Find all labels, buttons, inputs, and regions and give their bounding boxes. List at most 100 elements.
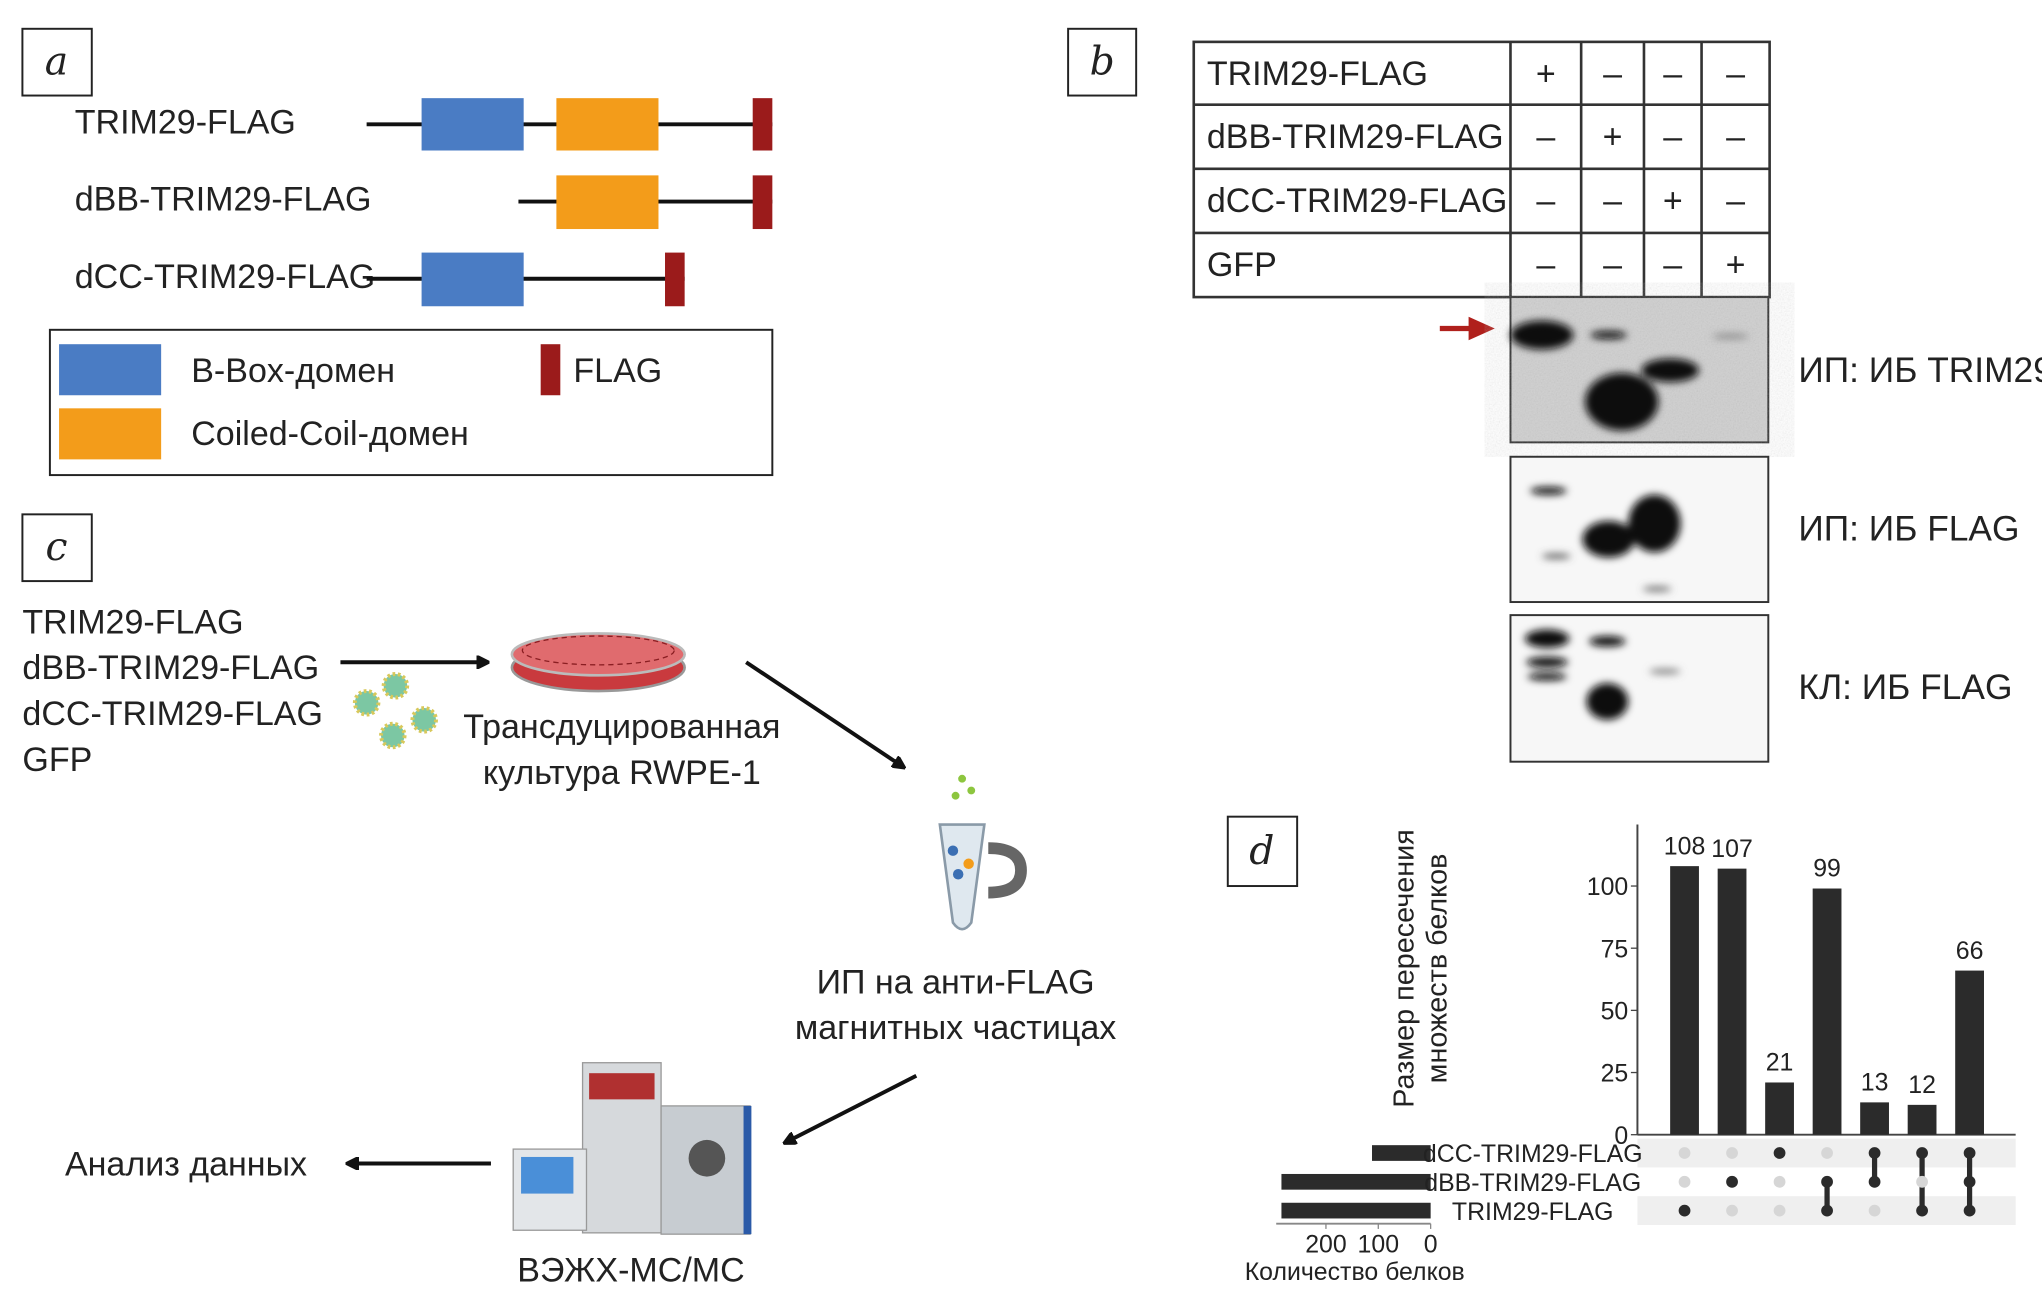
panel-a: a TRIM29-FLAG dBB-TRIM29-FLAG dCC-TRIM29… — [21, 27, 774, 477]
coiled-coil-domain — [556, 175, 659, 230]
table-cell: + — [1726, 246, 1746, 284]
legend-swatch-bbox — [59, 344, 162, 396]
set-name-label: dCC-TRIM29-FLAG — [1423, 1140, 1643, 1168]
set-size-bar — [1281, 1173, 1431, 1190]
arrow-icon — [745, 660, 903, 767]
bbox-domain — [421, 98, 524, 151]
table-cell: – — [1603, 55, 1622, 93]
panel-label-box — [1226, 815, 1299, 888]
intersection-bar — [1765, 1082, 1794, 1135]
bar-value-label: 107 — [1711, 835, 1752, 863]
construct-label: GFP — [22, 741, 92, 779]
matrix-dot — [1963, 1175, 1976, 1188]
table-cell: + — [1663, 182, 1683, 220]
panel-label: d — [1249, 829, 1274, 874]
intersection-bar — [1907, 1104, 1937, 1135]
y-tick-label: 25 — [1601, 1060, 1629, 1088]
set-name-label: dBB-TRIM29-FLAG — [1424, 1169, 1641, 1197]
analysis-label: Анализ данных — [65, 1145, 307, 1183]
y-axis-label: Размер пересечения — [1389, 829, 1421, 1108]
table-cell: – — [1603, 246, 1622, 284]
matrix-dot — [1773, 1175, 1786, 1188]
ip-label: ИП на анти-FLAG — [817, 963, 1095, 1001]
matrix-dot — [1916, 1204, 1928, 1217]
matrix-dot — [1726, 1147, 1738, 1159]
arrow-icon — [785, 1074, 918, 1143]
set-axis-tick-label: 200 — [1305, 1230, 1346, 1258]
culture-label: культура RWPE-1 — [483, 754, 761, 792]
set-size-bar — [1281, 1202, 1431, 1219]
y-tick-label: 0 — [1614, 1122, 1628, 1150]
panel-label: b — [1090, 40, 1115, 85]
table-cell: – — [1536, 118, 1555, 156]
flag-tag — [752, 175, 773, 230]
matrix-dot — [1963, 1204, 1976, 1217]
set-name-label: TRIM29-FLAG — [1452, 1198, 1614, 1226]
arrow-icon — [1468, 316, 1495, 341]
matrix-dot — [1821, 1175, 1833, 1188]
matrix-dot — [1821, 1147, 1833, 1159]
y-tick-label: 50 — [1601, 998, 1629, 1026]
set-axis-tick-label: 0 — [1424, 1230, 1438, 1258]
bar-value-label: 12 — [1908, 1071, 1936, 1099]
table-row-label: GFP — [1207, 246, 1277, 284]
magnetic-tube-icon — [938, 774, 1027, 931]
legend-label: B-Box-домен — [191, 352, 395, 390]
set-axis-label: Количество белков — [1245, 1258, 1465, 1286]
legend: B-Box-домен Coiled-Coil-домен FLAG — [48, 328, 774, 477]
matrix-dot — [1678, 1147, 1691, 1159]
blot-label: ИП: ИБ FLAG — [1798, 510, 2019, 549]
flag-tag — [752, 98, 773, 151]
matrix-dot — [1678, 1204, 1691, 1217]
mass-spectrometer-icon — [512, 1062, 752, 1235]
legend-swatch-coiled-coil — [59, 408, 162, 460]
intersection-bar — [1670, 866, 1699, 1135]
ms-label: ВЭЖХ-МС/МС — [517, 1251, 744, 1289]
matrix-dot — [1726, 1204, 1738, 1217]
intersection-bar — [1860, 1102, 1889, 1135]
y-axis-label: множеств белков — [1421, 854, 1453, 1084]
table-cell: – — [1726, 55, 1745, 93]
matrix-dot — [1773, 1147, 1786, 1159]
panel-label: a — [45, 40, 68, 85]
panel-label-box — [1067, 27, 1138, 97]
table-cell: – — [1663, 118, 1682, 156]
ip-label: магнитных частицах — [795, 1009, 1116, 1047]
legend-swatch-flag — [540, 344, 561, 396]
bar-value-label: 13 — [1861, 1069, 1889, 1097]
table-cell: – — [1536, 246, 1555, 284]
legend-label: FLAG — [573, 352, 662, 390]
matrix-dot — [1678, 1175, 1691, 1188]
table-row-label: TRIM29-FLAG — [1207, 55, 1428, 93]
panel-label-box — [21, 27, 93, 97]
intersection-bar — [1717, 868, 1747, 1135]
y-tick-label: 75 — [1601, 935, 1629, 963]
table-cell: – — [1726, 182, 1745, 220]
western-blot-lysate-flag — [1509, 614, 1770, 763]
petri-dish-icon — [510, 632, 686, 693]
legend-label: Coiled-Coil-домен — [191, 415, 469, 453]
panel-d-upset-chart: d Размер пересечения множеств белков 0 25… — [1226, 815, 2016, 1286]
intersection-bar — [1812, 888, 1842, 1135]
matrix-dot — [1963, 1147, 1976, 1159]
table-cell: + — [1603, 118, 1623, 156]
matrix-dot — [1916, 1147, 1928, 1159]
matrix-dot — [1773, 1204, 1786, 1217]
table-cell: – — [1726, 118, 1745, 156]
table-cell: + — [1536, 55, 1556, 93]
panel-c: c TRIM29-FLAG dBB-TRIM29-FLAG dCC-TRIM29… — [21, 513, 1116, 1289]
set-axis-tick-label: 100 — [1358, 1230, 1399, 1258]
blot-label: КЛ: ИБ FLAG — [1798, 668, 2012, 707]
panel-b: b TRIM29-FLAG+–––dBB-TRIM29-FLAG–+––dCC-… — [1067, 27, 2042, 763]
western-blot-ip-trim29 — [1509, 296, 1770, 444]
matrix-dot — [1868, 1175, 1881, 1188]
culture-label: Трансдуцированная — [463, 708, 780, 746]
matrix-dot — [1821, 1204, 1833, 1217]
blot-label: ИП: ИБ TRIM29 — [1798, 351, 2042, 390]
bar-value-label: 21 — [1766, 1049, 1794, 1077]
bar-value-label: 66 — [1956, 937, 1984, 965]
construct-label: dBB-TRIM29-FLAG — [75, 181, 372, 219]
table-row-label: dCC-TRIM29-FLAG — [1207, 182, 1508, 220]
matrix-dot — [1916, 1175, 1928, 1188]
